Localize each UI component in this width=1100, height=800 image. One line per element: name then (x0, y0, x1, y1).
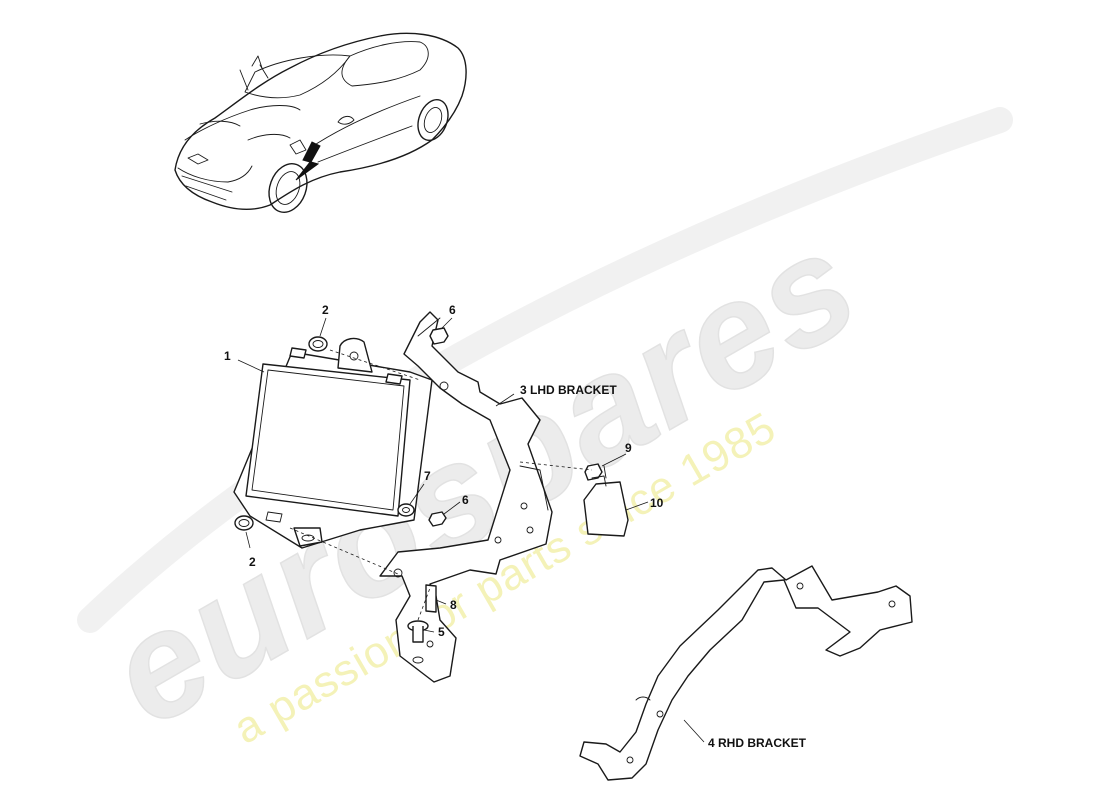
callout-10: 10 (650, 496, 664, 510)
callout-2-bottom: 2 (249, 555, 256, 569)
grommet-top (308, 336, 328, 352)
clip (425, 584, 437, 613)
callout-6-top: 6 (449, 303, 456, 317)
watermark: eurospares a passion for parts since 198… (77, 107, 1013, 758)
callout-2-top: 2 (322, 303, 329, 317)
callout-7: 7 (424, 469, 431, 483)
sensor-module (583, 475, 629, 537)
callout-3-lhd-bracket: 3 LHD BRACKET (520, 383, 617, 397)
bolt (407, 620, 429, 664)
stud-nut (584, 463, 607, 481)
watermark-logo: eurospares (82, 198, 884, 758)
lhd-bracket (379, 311, 553, 683)
rhd-bracket (579, 565, 913, 781)
nut-mid (428, 511, 447, 527)
callout-9: 9 (625, 441, 632, 455)
callout-6-mid: 6 (462, 493, 469, 507)
control-module (233, 337, 433, 549)
callout-1: 1 (224, 349, 231, 363)
location-arrow-icon (295, 141, 321, 181)
nut-top (429, 327, 449, 345)
callout-5: 5 (438, 625, 445, 639)
assembly-lines (289, 349, 593, 621)
car-illustration (174, 32, 467, 213)
washer (397, 503, 415, 517)
callout-4-rhd-bracket: 4 RHD BRACKET (708, 736, 807, 750)
callout-8: 8 (450, 598, 457, 612)
grommet-bottom (234, 515, 254, 531)
leader-lines (237, 317, 705, 743)
callouts: 1 2 2 3 LHD BRACKET 4 RHD BRACKET 5 6 6 … (224, 303, 807, 750)
